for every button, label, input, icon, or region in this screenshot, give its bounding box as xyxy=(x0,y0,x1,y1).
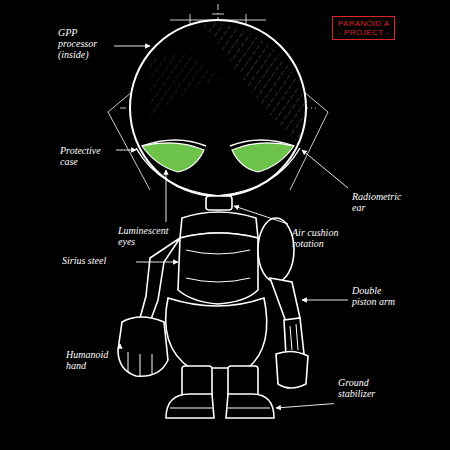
leader-line xyxy=(136,262,178,263)
part-label: Sirius steel xyxy=(62,256,132,267)
project-stamp: PARANOID A- PROJECT - xyxy=(332,16,395,40)
leader-line xyxy=(116,150,136,151)
drawing-stroke xyxy=(142,143,204,172)
leader-line xyxy=(114,46,150,47)
drawing-stroke xyxy=(206,196,232,210)
stamp-text: - PROJECT - xyxy=(338,28,389,37)
drawing-stroke xyxy=(150,53,220,120)
part-label: Air cushion rotation xyxy=(292,228,354,250)
robot-body xyxy=(118,196,308,418)
drawing-stroke xyxy=(130,20,306,196)
drawing-stroke xyxy=(232,143,294,172)
drawing-stroke xyxy=(178,233,258,304)
drawing-stroke xyxy=(226,394,274,418)
drawing-stroke xyxy=(166,298,267,368)
drawing-stroke xyxy=(258,218,294,282)
drawing-stroke xyxy=(228,408,270,409)
drawing-stroke xyxy=(166,394,214,418)
drawing-stroke xyxy=(296,324,298,350)
drawing-stroke xyxy=(150,20,306,150)
drawing-stroke xyxy=(118,317,168,376)
drawing-stroke xyxy=(284,318,304,356)
robot-head xyxy=(130,20,306,196)
drawing-stroke xyxy=(182,366,212,396)
part-label: Ground stabilizer xyxy=(338,378,394,400)
drawing-stroke xyxy=(276,351,308,388)
drawing-stroke xyxy=(140,238,180,322)
leader-line xyxy=(276,404,334,408)
construction-lines xyxy=(108,4,328,205)
drawing-stroke xyxy=(186,250,250,254)
drawing-stroke xyxy=(186,278,250,282)
drawing-stroke xyxy=(128,352,152,376)
part-label: GPP processor (inside) xyxy=(58,28,110,60)
part-label: Luminescent eyes xyxy=(118,226,180,248)
drawing-stroke xyxy=(230,140,294,146)
part-label: Protective case xyxy=(60,146,112,168)
leader-line xyxy=(302,150,348,188)
part-label: Double piston arm xyxy=(352,286,408,308)
part-label: Radiometric ear xyxy=(352,192,414,214)
leader-line xyxy=(234,206,288,224)
drawing-stroke xyxy=(270,278,300,322)
drawing-stroke xyxy=(212,14,224,15)
drawing-stroke xyxy=(142,140,206,146)
part-label: Humanoid hand xyxy=(66,350,116,372)
leader-line xyxy=(166,170,167,222)
drawing-stroke xyxy=(170,408,212,409)
leader-line xyxy=(120,344,121,346)
leader-line xyxy=(302,300,348,301)
drawing-stroke xyxy=(290,326,292,350)
drawing-stroke xyxy=(228,366,258,396)
drawing-stroke xyxy=(200,20,306,150)
stamp-text: PARANOID A xyxy=(338,19,389,28)
